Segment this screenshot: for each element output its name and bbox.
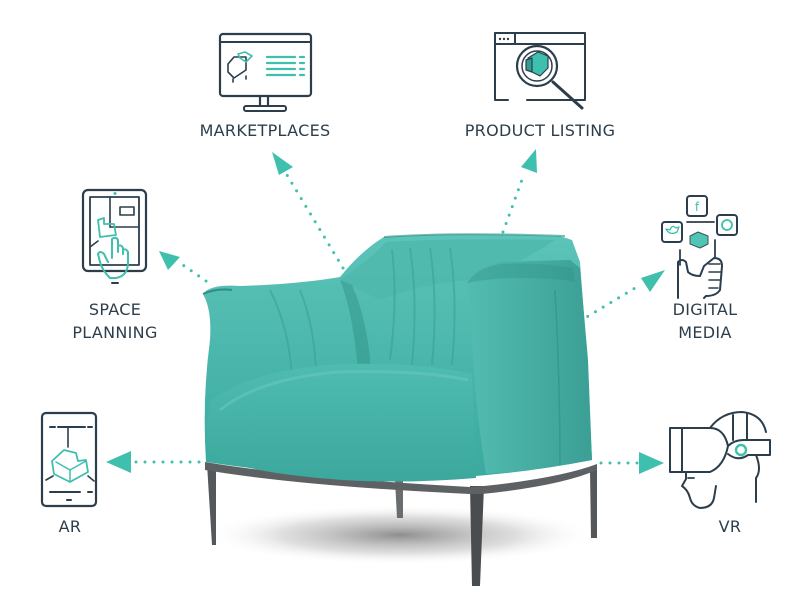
label-digital-media-line2: MEDIA [678, 323, 732, 342]
browser-magnifier-chair-icon [494, 32, 586, 110]
label-space-planning-line2: PLANNING [72, 323, 158, 342]
arrow-to-digital-media [578, 270, 665, 323]
arrow-to-space-planning [159, 251, 208, 283]
monitor-chair-listing-icon [218, 32, 313, 112]
vr-headset-head-icon [669, 411, 771, 509]
tablet-floorplan-touch-icon [81, 188, 148, 284]
label-digital-media-line1: DIGITAL [672, 300, 738, 319]
connector-arrows [106, 149, 665, 474]
armchair-image [202, 233, 597, 586]
label-marketplaces: MARKETPLACES [199, 121, 331, 140]
svg-text:f: f [695, 200, 700, 214]
label-vr: VR [718, 517, 742, 536]
label-ar: AR [58, 517, 82, 536]
phone-ar-chair-icon [40, 411, 98, 508]
hand-phone-social-icon: f [661, 195, 738, 299]
label-product-listing: PRODUCT LISTING [464, 121, 616, 140]
arrow-to-product-listing [501, 149, 537, 234]
arrow-to-marketplaces [272, 152, 345, 270]
arrow-to-ar [106, 451, 201, 473]
label-space-planning-line1: SPACE [88, 300, 142, 319]
arrow-to-vr [599, 452, 664, 474]
